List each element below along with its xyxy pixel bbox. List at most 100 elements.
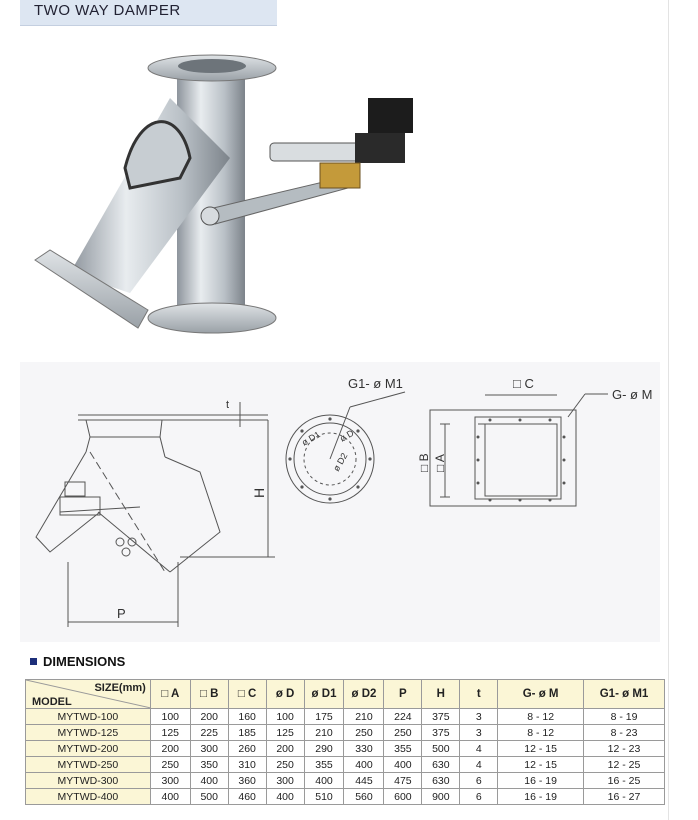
value-cell: 400 — [383, 756, 423, 773]
model-cell: MYTWD-125 — [25, 724, 151, 741]
value-cell: 200 — [149, 740, 191, 757]
dimensions-table: SIZE(mm) MODEL □ A □ B □ C ø D ø D1 ø D2… — [25, 679, 665, 805]
value-cell: 290 — [303, 740, 345, 757]
value-cell: 16 - 19 — [497, 788, 585, 805]
value-cell: 300 — [149, 772, 191, 789]
value-cell: 355 — [303, 756, 345, 773]
value-cell: 12 - 15 — [497, 740, 585, 757]
column-header: G- ø M — [497, 679, 585, 709]
label-a: □ A — [433, 454, 447, 472]
value-cell: 400 — [303, 772, 345, 789]
column-header: ø D2 — [343, 679, 385, 709]
value-cell: 350 — [189, 756, 229, 773]
column-header: □ A — [149, 679, 191, 709]
column-header: □ C — [227, 679, 267, 709]
value-cell: 125 — [265, 724, 305, 741]
column-header: G1- ø M1 — [583, 679, 665, 709]
label-g1m1: G1- ø M1 — [348, 376, 403, 391]
size-label: SIZE(mm) — [94, 682, 146, 694]
value-cell: 445 — [343, 772, 385, 789]
value-cell: 3 — [459, 724, 499, 741]
column-header: t — [459, 679, 499, 709]
square-bullet-icon — [30, 658, 37, 665]
value-cell: 475 — [383, 772, 423, 789]
divider — [668, 0, 669, 820]
value-cell: 310 — [227, 756, 267, 773]
value-cell: 16 - 19 — [497, 772, 585, 789]
value-cell: 500 — [189, 788, 229, 805]
label-b: □ B — [417, 453, 431, 472]
model-cell: MYTWD-200 — [25, 740, 151, 757]
column-header: ø D1 — [303, 679, 345, 709]
value-cell: 12 - 23 — [583, 740, 665, 757]
value-cell: 600 — [383, 788, 423, 805]
value-cell: 250 — [383, 724, 423, 741]
size-model-header: SIZE(mm) MODEL — [25, 679, 151, 709]
value-cell: 210 — [303, 724, 345, 741]
value-cell: 400 — [265, 788, 305, 805]
column-header: P — [383, 679, 423, 709]
model-label: MODEL — [32, 696, 72, 708]
value-cell: 8 - 19 — [583, 708, 665, 725]
value-cell: 300 — [189, 740, 229, 757]
value-cell: 250 — [265, 756, 305, 773]
model-cell: MYTWD-250 — [25, 756, 151, 773]
value-cell: 400 — [149, 788, 191, 805]
value-cell: 175 — [303, 708, 345, 725]
dimensions-label: DIMENSIONS — [43, 654, 126, 669]
model-cell: MYTWD-400 — [25, 788, 151, 805]
value-cell: 330 — [343, 740, 385, 757]
value-cell: 630 — [421, 772, 461, 789]
value-cell: 500 — [421, 740, 461, 757]
value-cell: 100 — [265, 708, 305, 725]
value-cell: 8 - 23 — [583, 724, 665, 741]
value-cell: 6 — [459, 772, 499, 789]
label-d2: ø D2 — [331, 451, 349, 473]
value-cell: 630 — [421, 756, 461, 773]
value-cell: 185 — [227, 724, 267, 741]
page-title: TWO WAY DAMPER — [34, 2, 181, 19]
value-cell: 210 — [343, 708, 385, 725]
column-header: H — [421, 679, 461, 709]
diagonal-divider — [26, 680, 151, 708]
value-cell: 250 — [149, 756, 191, 773]
product-image — [34, 54, 413, 334]
value-cell: 6 — [459, 788, 499, 805]
value-cell: 400 — [343, 756, 385, 773]
label-p: P — [117, 606, 126, 621]
value-cell: 375 — [421, 724, 461, 741]
technical-drawing: G1- ø M1 □ C G- ø M t H P □ B □ A ø D1 ø… — [20, 362, 660, 642]
value-cell: 560 — [343, 788, 385, 805]
value-cell: 12 - 25 — [583, 756, 665, 773]
value-cell: 8 - 12 — [497, 724, 585, 741]
value-cell: 100 — [149, 708, 191, 725]
model-cell: MYTWD-100 — [25, 708, 151, 725]
value-cell: 375 — [421, 708, 461, 725]
value-cell: 200 — [265, 740, 305, 757]
model-cell: MYTWD-300 — [25, 772, 151, 789]
value-cell: 510 — [303, 788, 345, 805]
value-cell: 200 — [189, 708, 229, 725]
value-cell: 8 - 12 — [497, 708, 585, 725]
value-cell: 360 — [227, 772, 267, 789]
value-cell: 16 - 25 — [583, 772, 665, 789]
value-cell: 260 — [227, 740, 267, 757]
value-cell: 125 — [149, 724, 191, 741]
value-cell: 160 — [227, 708, 267, 725]
label-c: □ C — [513, 376, 534, 391]
value-cell: 12 - 15 — [497, 756, 585, 773]
value-cell: 250 — [343, 724, 385, 741]
column-header: ø D — [265, 679, 305, 709]
value-cell: 355 — [383, 740, 423, 757]
value-cell: 460 — [227, 788, 267, 805]
value-cell: 900 — [421, 788, 461, 805]
label-t: t — [226, 399, 229, 411]
value-cell: 16 - 27 — [583, 788, 665, 805]
value-cell: 4 — [459, 740, 499, 757]
